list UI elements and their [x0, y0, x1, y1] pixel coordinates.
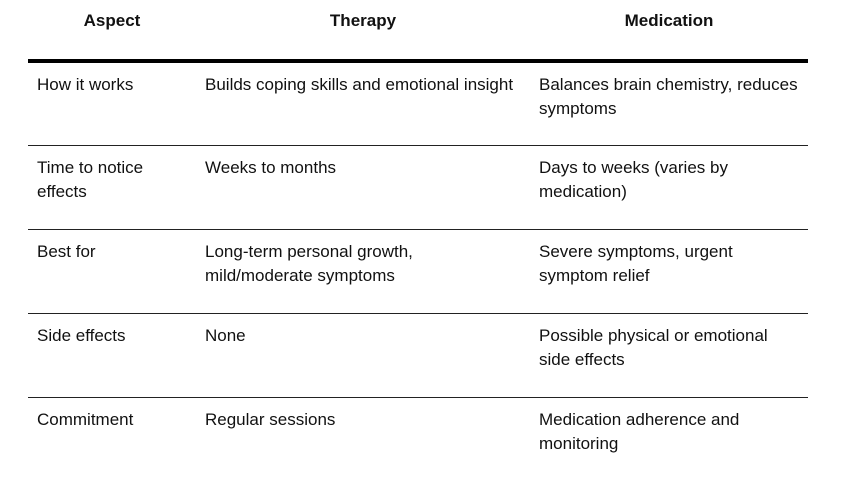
- cell-aspect: How it works: [28, 61, 196, 146]
- cell-medication: Severe symptoms, urgent symptom relief: [530, 229, 808, 314]
- table-row: How it works Builds coping skills and em…: [28, 61, 808, 146]
- cell-therapy: Builds coping skills and emotional insig…: [196, 61, 530, 146]
- header-therapy: Therapy: [196, 0, 530, 63]
- cell-therapy: Regular sessions: [205, 409, 336, 429]
- table-row: Side effects None Possible physical or e…: [28, 313, 808, 398]
- table-header: Aspect Therapy Medication: [28, 0, 808, 63]
- header-aspect: Aspect: [28, 0, 196, 63]
- cell-aspect: Time to notice effects: [28, 145, 196, 230]
- cell-medication: Days to weeks (varies by medication): [530, 145, 808, 230]
- cell-aspect: Side effects: [28, 313, 196, 398]
- table-row: Time to notice effects Weeks to months D…: [28, 145, 808, 230]
- cell-medication: Balances brain chemistry, reduces sympto…: [530, 61, 808, 146]
- cell-therapy: None: [196, 313, 530, 398]
- table-body: How it works Builds coping skills and em…: [28, 61, 808, 477]
- cell-aspect: Best for: [28, 229, 196, 314]
- cell-aspect: Commitment: [37, 409, 134, 429]
- cell-medication: Possible physical or emotional side effe…: [530, 313, 808, 398]
- table-row: Commitment Regular sessions Medication a…: [28, 397, 808, 477]
- cell-therapy: Weeks to months: [196, 145, 530, 230]
- header-medication: Medication: [530, 0, 808, 63]
- table-row: Best for Long-term personal growth, mild…: [28, 229, 808, 314]
- comparison-table: Aspect Therapy Medication How it works B…: [28, 0, 808, 477]
- header-row: Aspect Therapy Medication: [28, 0, 808, 63]
- cell-medication: Medication adherence and monitoring: [539, 409, 740, 453]
- cell-therapy: Long-term personal growth, mild/moderate…: [196, 229, 530, 314]
